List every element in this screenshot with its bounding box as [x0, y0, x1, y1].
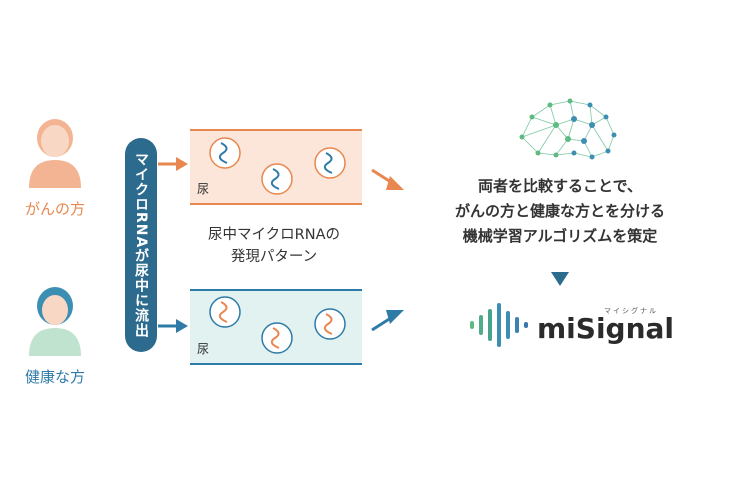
healthy-person-label: 健康な方	[24, 368, 85, 386]
brain-network-icon	[519, 98, 617, 160]
cancer-person-icon	[29, 119, 81, 188]
microrna-particle-icon	[261, 322, 293, 354]
arrow-to-bottom-channel-icon	[158, 319, 188, 333]
arrow-down-right-icon	[371, 168, 404, 190]
microrna-particle-icon	[314, 308, 346, 340]
cancer-person-label: がんの方	[24, 200, 85, 218]
microrna-particle-icon	[314, 147, 346, 179]
top-channel-label: 尿	[197, 182, 210, 196]
down-triangle-icon	[551, 272, 569, 286]
microrna-particle-icon	[261, 163, 293, 195]
healthy-person-icon	[29, 287, 81, 356]
comparison-description: 両者を比較することで、 がんの方と健康な方とを分ける 機械学習アルゴリズムを策定	[454, 177, 665, 245]
logo-wordmark: miSignal	[537, 312, 675, 345]
misignal-waveform-icon	[470, 303, 528, 347]
arrow-up-right-icon	[371, 310, 404, 332]
bottom-channel-label: 尿	[197, 342, 210, 356]
expression-pattern-caption: 尿中マイクロRNAの 発現パターン	[207, 227, 341, 265]
microrna-flow-label: マイクロRNAが尿中に流出	[133, 151, 149, 339]
top-urine-channel	[190, 129, 362, 205]
logo-kana: マイシグナル	[604, 307, 658, 315]
microrna-particle-icon	[209, 137, 241, 169]
microrna-flow-bar: マイクロRNAが尿中に流出	[125, 138, 157, 352]
bottom-urine-channel	[190, 289, 362, 365]
arrow-to-top-channel-icon	[158, 157, 188, 171]
microrna-particle-icon	[209, 296, 241, 328]
